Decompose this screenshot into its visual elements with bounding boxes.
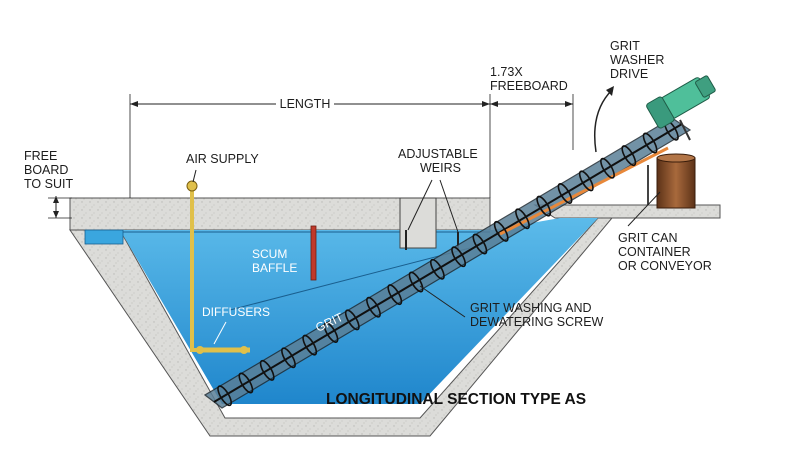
screw-flight	[281, 347, 296, 369]
diffusers-leader	[213, 321, 227, 345]
fb-arrow-r	[565, 101, 573, 107]
scum-baffle	[310, 225, 317, 281]
screw-flight	[217, 385, 233, 407]
diffuser-head-1	[196, 346, 204, 354]
screw-flight	[578, 170, 594, 192]
screw-flight	[429, 258, 445, 280]
diffusers-label: DIFFUSERS	[202, 305, 270, 319]
screw-flight	[557, 183, 573, 204]
screw-flight	[387, 284, 403, 306]
fb-arrow-l	[490, 101, 498, 107]
length-label: LENGTH	[280, 97, 331, 111]
screw-flight	[408, 271, 424, 293]
diffuser-head-2	[240, 346, 248, 354]
grit-can-top	[656, 153, 696, 163]
weirs-leader-1	[407, 179, 433, 231]
screw-flight	[344, 309, 360, 331]
screw-flight	[642, 132, 658, 154]
grit-can	[656, 157, 696, 209]
screw-flight	[302, 334, 318, 356]
screw-flight	[366, 296, 381, 318]
free-board-arrow-t	[53, 196, 59, 203]
screw-flight	[515, 208, 530, 230]
air-valve	[186, 180, 198, 192]
drive-leader	[593, 89, 613, 153]
length-label-bg	[276, 96, 334, 112]
air-supply-label: AIR SUPPLY	[186, 152, 259, 166]
weirs-leader-2	[439, 179, 459, 233]
screw-flight	[472, 233, 488, 255]
screw-flight	[259, 359, 275, 381]
screw-flight	[536, 195, 552, 217]
screw-flight	[451, 246, 467, 268]
air-supply-leader	[192, 169, 197, 183]
free-board-arrow-b	[53, 211, 59, 218]
inner-slope-line	[229, 247, 471, 311]
drive-support	[679, 119, 691, 141]
washer-drive	[646, 75, 716, 129]
screw-flight	[621, 145, 637, 167]
screw-leader	[419, 285, 466, 318]
left-wall-step	[84, 229, 124, 245]
drive-leader-arrow	[606, 86, 614, 96]
screw-flights	[217, 119, 679, 407]
grit-can-leader	[627, 191, 661, 227]
length-arrow-r	[482, 101, 490, 107]
screw-flight	[600, 157, 615, 179]
screw-flight	[323, 322, 339, 343]
length-arrow-l	[130, 101, 138, 107]
diagram-title: LONGITUDINAL SECTION TYPE AS	[326, 391, 586, 408]
screw-flight	[493, 220, 509, 242]
screw-flight	[238, 372, 254, 394]
